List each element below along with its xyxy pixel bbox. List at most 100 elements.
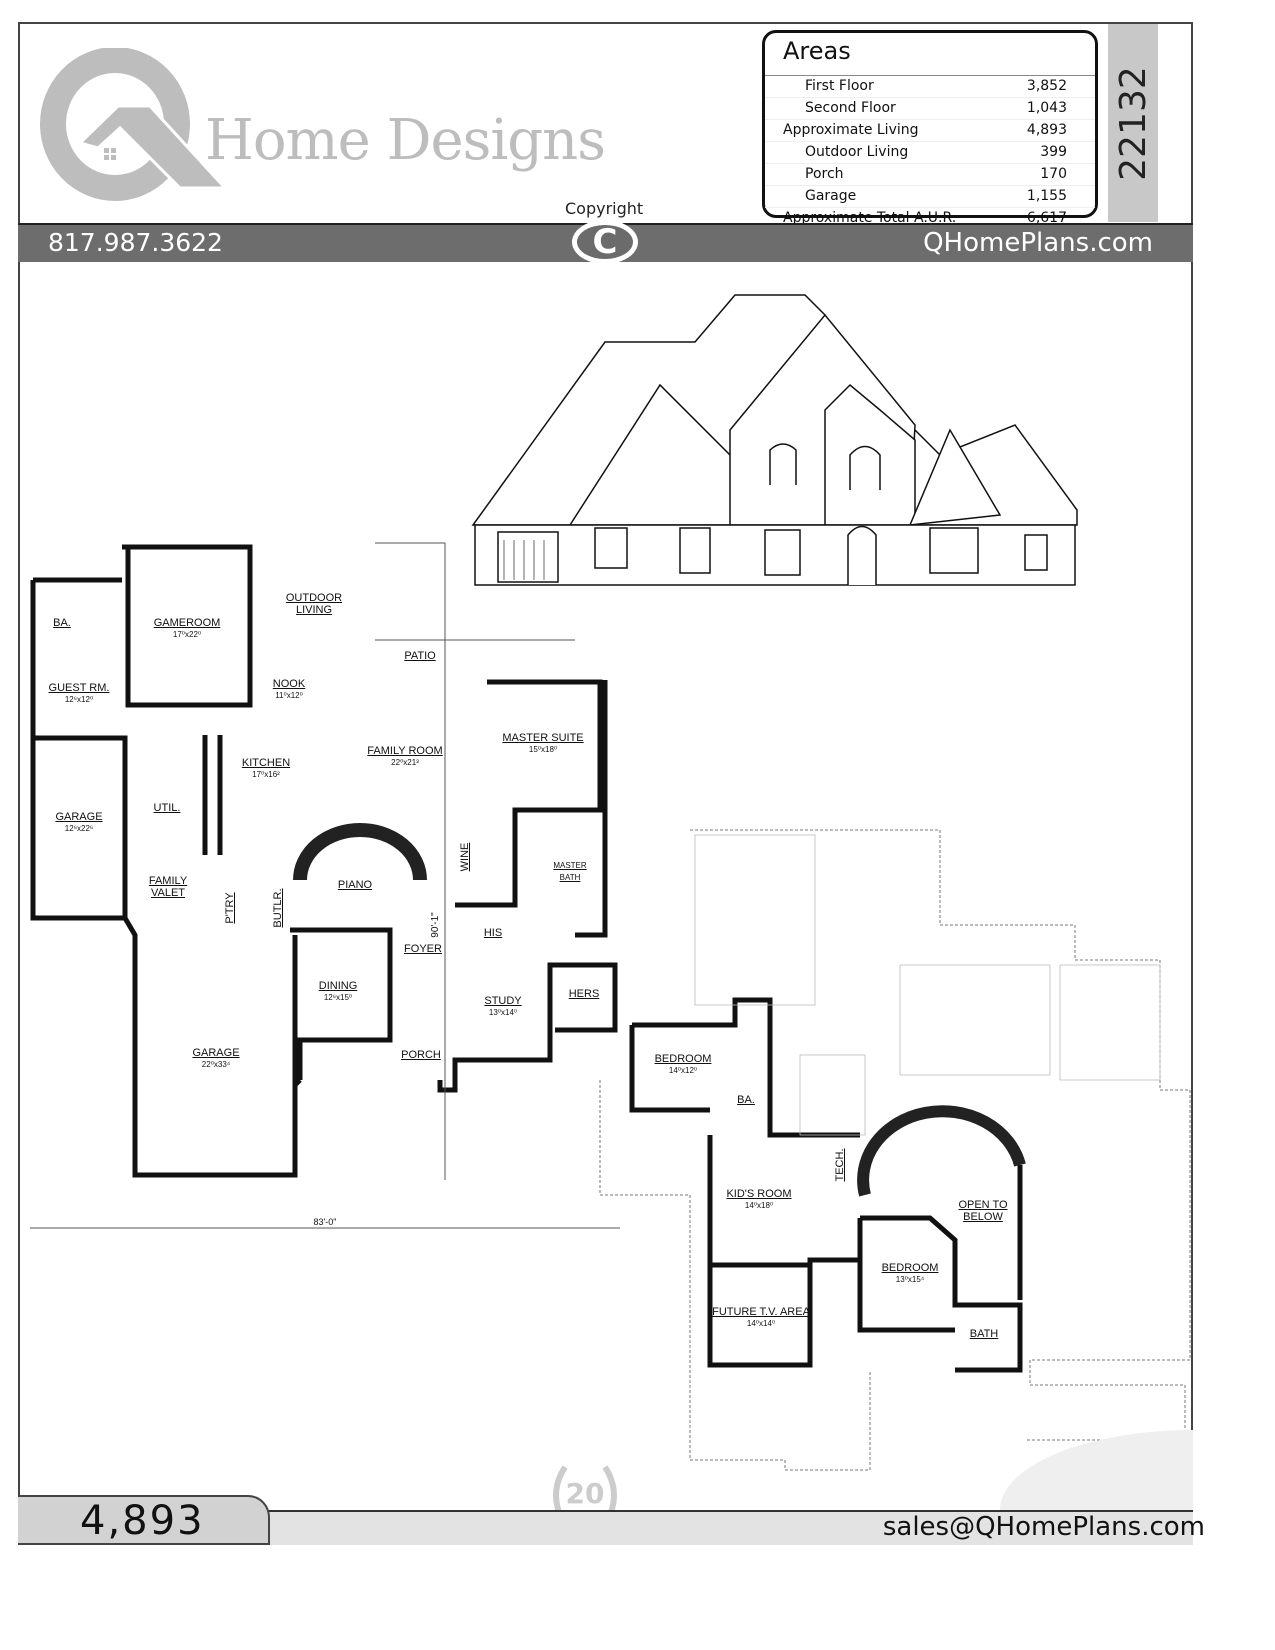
room-name: P'TRY	[224, 892, 236, 924]
total-square-footage: 4,893	[80, 1498, 205, 1544]
room-dimensions: 22⁰x33⁴	[201, 1060, 231, 1069]
area-value: 6,617	[1026, 210, 1067, 226]
area-value: 1,155	[1026, 188, 1067, 204]
area-label: Porch	[805, 166, 844, 182]
room-label: BUTLR.	[272, 888, 284, 927]
room-label: HIS	[484, 927, 502, 939]
area-label: Garage	[805, 188, 857, 204]
room-name: FUTURE T.V. AREA	[712, 1306, 810, 1318]
room-name: MASTER SUITE	[502, 732, 584, 744]
room-name: BUTLR.	[272, 888, 284, 928]
room-name: KITCHEN	[241, 757, 291, 769]
room-label: OUTDOOR LIVING	[284, 592, 344, 616]
room-label: UTIL.	[154, 802, 181, 814]
room-dimensions: 13⁰x14⁰	[488, 1008, 518, 1017]
areas-title: Areas	[765, 33, 1095, 76]
room-label: FAMILY VALET	[138, 875, 198, 899]
room-name: BEDROOM	[881, 1262, 939, 1274]
room-name: BEDROOM	[654, 1053, 712, 1065]
copyright-icon: C	[572, 220, 638, 264]
room-name: HERS	[568, 988, 600, 1000]
20-years-badge-icon: 20	[553, 1465, 617, 1517]
room-label: FOYER	[404, 943, 442, 955]
room-label: HERS	[569, 988, 600, 1000]
room-label: OPEN TO BELOW	[958, 1199, 1008, 1223]
room-dimensions: 17⁰x16²	[252, 770, 280, 779]
room-label: BA.	[737, 1094, 755, 1106]
room-dimensions: 14⁰x14⁰	[746, 1319, 776, 1328]
room-name: GUEST RM.	[48, 682, 110, 694]
q-logo-icon	[40, 48, 229, 201]
room-name: FOYER	[404, 943, 442, 955]
area-label: Approximate Total A.U.R.	[783, 210, 957, 226]
room-dimensions: 22⁰x21³	[391, 758, 419, 767]
room-dimensions: 17⁰x22⁰	[172, 630, 202, 639]
room-label: P'TRY	[224, 892, 236, 923]
website-link[interactable]: QHomePlans.com	[923, 228, 1153, 258]
area-label: Approximate Living	[783, 122, 919, 138]
room-dimensions: 11⁰x12⁰	[275, 691, 303, 700]
room-name: PATIO	[404, 650, 436, 662]
square-footage-tab	[18, 1495, 270, 1545]
room-label: TECH.	[834, 1149, 846, 1182]
room-name: OPEN TO BELOW	[958, 1199, 1008, 1223]
width-dimension: 83'-0"	[313, 1217, 337, 1227]
room-name: PIANO	[337, 879, 373, 891]
room-dimensions: 12⁶x22⁶	[64, 824, 94, 833]
room-name: DINING	[318, 980, 358, 992]
email-link[interactable]: sales@QHomePlans.com	[882, 1512, 1205, 1542]
room-name: HIS	[483, 927, 503, 939]
area-label: Outdoor Living	[805, 144, 909, 160]
room-name: GAMEROOM	[153, 617, 221, 629]
area-row: Garage 1,155	[765, 186, 1095, 208]
room-name: GARAGE	[192, 1047, 240, 1059]
room-dimensions: 13⁰x15⁴	[895, 1275, 925, 1284]
footer-bar	[270, 1512, 1193, 1545]
front-elevation-drawing	[471, 294, 1078, 586]
room-dimensions: 12⁶x15⁰	[323, 993, 353, 1002]
room-name: OUTDOOR LIVING	[285, 592, 343, 616]
copyright-label: Copyright	[565, 199, 644, 218]
room-dimensions: 15⁰x18⁰	[528, 745, 558, 754]
room-name: MASTER BATH	[553, 861, 587, 882]
area-value: 170	[1040, 166, 1067, 182]
room-name: WINE	[459, 842, 471, 872]
room-name: KID'S ROOM	[726, 1188, 792, 1200]
room-label: PATIO	[404, 650, 435, 662]
room-label: MASTER BATH	[550, 860, 590, 884]
phone-number[interactable]: 817.987.3622	[48, 228, 223, 257]
room-name: NOOK	[272, 678, 306, 690]
room-label: WINE	[459, 843, 471, 872]
room-name: TECH.	[834, 1148, 846, 1182]
area-label: Second Floor	[805, 100, 896, 116]
brand-name: Home Designs	[205, 108, 606, 173]
room-label: BATH	[970, 1328, 999, 1340]
area-value: 3,852	[1026, 78, 1067, 94]
room-dimensions: 14⁰x12⁰	[668, 1066, 698, 1075]
room-label: PIANO	[338, 879, 372, 891]
room-name: BA.	[737, 1094, 755, 1106]
room-name: PORCH	[401, 1049, 441, 1061]
plan-number-tab	[1108, 24, 1158, 222]
room-name: STUDY	[484, 995, 522, 1007]
footer-divider	[18, 1510, 1193, 1512]
room-label: GUEST RM.12⁶x12⁰	[49, 682, 110, 706]
room-label: BA.	[53, 617, 71, 629]
room-name: FAMILY ROOM	[367, 745, 443, 757]
